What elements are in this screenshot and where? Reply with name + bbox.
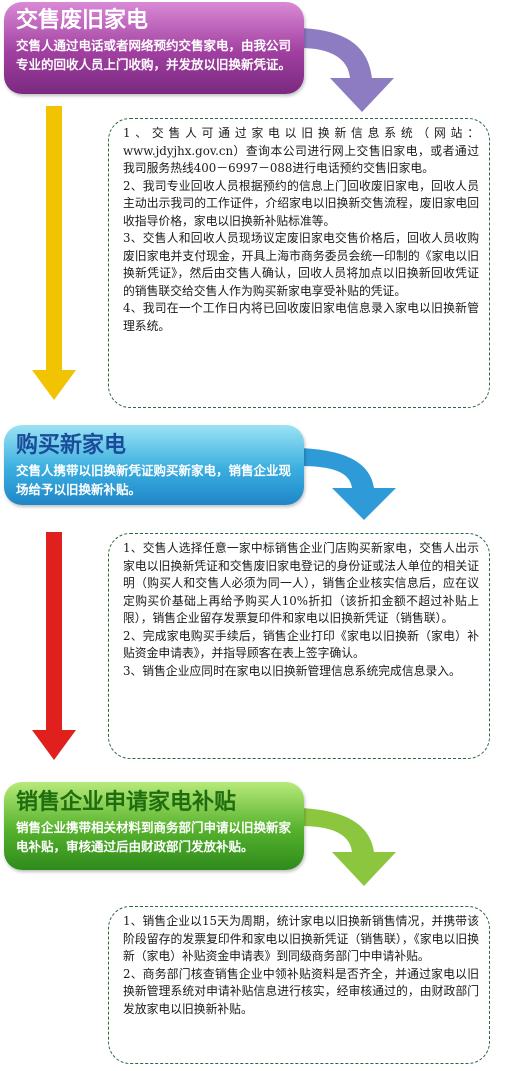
detail-item: 3、销售企业应同时在家电以旧换新管理信息系统完成信息录入。 (123, 663, 461, 678)
step-2-details: 1、交售人选择任意一家中标销售企业门店购买新家电，交售人出示家电以旧换新凭证和交… (123, 540, 479, 680)
step-2-description: 交售人携带以旧换新凭证购买新家电，销售企业现场给予以旧换新补贴。 (16, 463, 292, 497)
detail-item: 3、交售人和回收人员现场议定废旧家电交售价格后，回收人员收购废旧家电并支付现金，… (123, 231, 479, 298)
step-1-title: 交售废旧家电 (16, 8, 149, 33)
down-arrow-yellow (32, 106, 76, 400)
step-1-details: 1、交售人可通过家电以旧换新信息系统（网站：www.jdyjhx.gov.cn）… (123, 125, 479, 335)
curved-arrow-3 (300, 808, 396, 886)
step-3-description: 销售企业携带相关材料到商务部门申请以旧换新家电补贴，审核通过后由财政部门发放补贴… (16, 820, 292, 854)
detail-item: 1、交售人选择任意一家中标销售企业门店购买新家电，交售人出示家电以旧换新凭证和交… (123, 541, 479, 625)
step-2-details-box: 1、交售人选择任意一家中标销售企业门店购买新家电，交售人出示家电以旧换新凭证和交… (108, 533, 490, 759)
curved-arrow-1 (300, 28, 394, 112)
detail-item: 4、我司在一个工作日内将已回收废旧家电信息录入家电以旧换新管理系统。 (123, 301, 479, 333)
detail-item: 1、交售人可通过家电以旧换新信息系统（网站：www.jdyjhx.gov.cn）… (123, 126, 479, 175)
curved-arrow-2 (300, 448, 396, 520)
step-3-title: 销售企业申请家电补贴 (16, 790, 237, 815)
detail-item: 2、商务部门核查销售企业中领补贴资料是否齐全，并通过家电以旧换新管理系统对申请补… (123, 966, 479, 1016)
step-1-header: 交售废旧家电 交售人通过电话或者网络预约交售家电，由我公司专业的回收人员上门收购… (4, 2, 304, 94)
step-3-details: 1、销售企业以15天为周期，统计家电以旧换新销售情况，并携带该阶段留存的发票复印… (123, 913, 479, 1018)
step-3-details-box: 1、销售企业以15天为周期，统计家电以旧换新销售情况，并携带该阶段留存的发票复印… (108, 906, 490, 1064)
detail-item: 2、我司专业回收人员根据预约的信息上门回收废旧家电，回收人员主动出示我司的工作证… (123, 178, 479, 228)
detail-item: 2、完成家电购买手续后，销售企业打印《家电以旧换新（家电）补贴资金申请表》，并指… (123, 628, 479, 661)
step-2-title: 购买新家电 (16, 433, 127, 458)
step-1-description: 交售人通过电话或者网络预约交售家电，由我公司专业的回收人员上门收购，并发放以旧换… (16, 38, 292, 72)
down-arrow-red (32, 532, 76, 760)
step-2-header: 购买新家电 交售人携带以旧换新凭证购买新家电，销售企业现场给予以旧换新补贴。 (4, 425, 304, 505)
step-3-header: 销售企业申请家电补贴 销售企业携带相关材料到商务部门申请以旧换新家电补贴，审核通… (4, 782, 304, 870)
detail-item: 1、销售企业以15天为周期，统计家电以旧换新销售情况，并携带该阶段留存的发票复印… (123, 914, 479, 963)
step-1-details-box: 1、交售人可通过家电以旧换新信息系统（网站：www.jdyjhx.gov.cn）… (108, 118, 490, 408)
